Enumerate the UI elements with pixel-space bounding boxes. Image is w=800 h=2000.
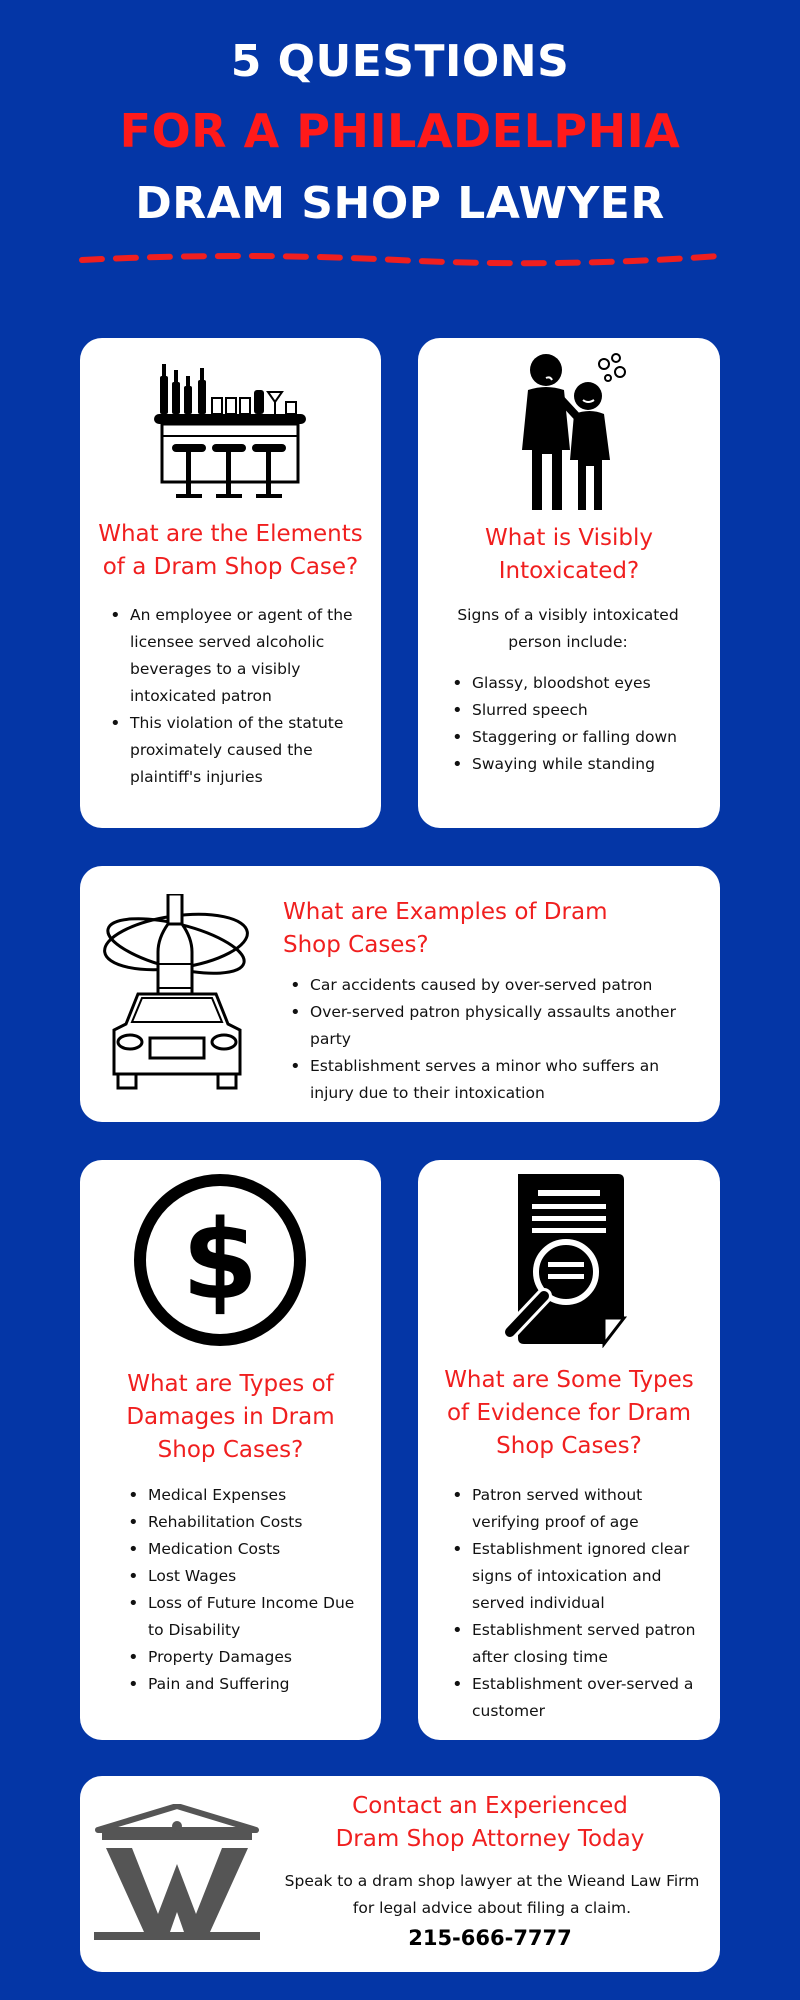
list-item: Establishment ignored clear signs of int…: [448, 1536, 706, 1617]
dashed-divider: [79, 253, 721, 267]
contact-body: Speak to a dram shop lawyer at the Wiean…: [284, 1872, 700, 1917]
list-item: Medical Expenses: [124, 1482, 364, 1509]
evidence-title: What are Some Types of Evidence for Dram…: [418, 1364, 720, 1463]
wieand-logo-icon: [94, 1804, 260, 1940]
examples-title-line1: What are Examples of Dram: [283, 899, 608, 925]
elements-title: What are the Elements of a Dram Shop Cas…: [80, 518, 381, 584]
visibly-title-line2: Intoxicated?: [498, 558, 640, 584]
list-item: Establishment served patron after closin…: [448, 1617, 706, 1671]
list-item: Medication Costs: [124, 1536, 364, 1563]
list-item: Lost Wages: [124, 1563, 364, 1590]
contact-title-line1: Contact an Experienced: [352, 1793, 628, 1819]
list-item: An employee or agent of the licensee ser…: [106, 602, 366, 710]
visibly-lead: Signs of a visibly intoxicated person in…: [457, 606, 679, 651]
examples-title: What are Examples of Dram Shop Cases?: [283, 896, 703, 962]
list-item: Patron served without verifying proof of…: [448, 1482, 706, 1536]
list-item: Establishment over-served a customer: [448, 1671, 706, 1725]
title-line-2: FOR A PHILADELPHIA: [119, 104, 681, 158]
list-item: Rehabilitation Costs: [124, 1509, 364, 1536]
document-magnifier-icon: [502, 1174, 628, 1348]
evidence-title-line2: of Evidence for Dram: [446, 1400, 692, 1426]
list-item: Staggering or falling down: [448, 724, 698, 751]
card-examples: What are Examples of Dram Shop Cases? Ca…: [80, 866, 720, 1122]
damages-title-line1: What are Types of: [127, 1371, 334, 1397]
list-item: Swaying while standing: [448, 751, 698, 778]
evidence-title-line1: What are Some Types: [444, 1367, 694, 1393]
card-evidence: What are Some Types of Evidence for Dram…: [418, 1160, 720, 1740]
list-item: Car accidents caused by over-served patr…: [286, 972, 696, 999]
damages-title-line2: Damages in Dram: [126, 1404, 335, 1430]
list-item: Slurred speech: [448, 697, 698, 724]
list-item: Pain and Suffering: [124, 1671, 364, 1698]
list-item: Property Damages: [124, 1644, 364, 1671]
elements-title-line1: What are the Elements: [98, 521, 363, 547]
bar-icon: [154, 364, 306, 498]
damages-title: What are Types of Damages in Dram Shop C…: [80, 1368, 381, 1467]
contact-title: Contact an Experienced Dram Shop Attorne…: [270, 1790, 710, 1856]
examples-title-line2: Shop Cases?: [283, 932, 429, 958]
damages-title-line3: Shop Cases?: [157, 1437, 304, 1463]
drunk-people-icon: [522, 353, 626, 510]
elements-title-line2: of a Dram Shop Case?: [102, 554, 359, 580]
dollar-icon: $: [134, 1174, 306, 1346]
visibly-title: What is Visibly Intoxicated?: [418, 522, 720, 588]
elements-list: An employee or agent of the licensee ser…: [106, 602, 366, 791]
title-line-1: 5 QUESTIONS: [230, 36, 570, 87]
examples-list: Car accidents caused by over-served patr…: [286, 972, 696, 1107]
contact-title-line2: Dram Shop Attorney Today: [335, 1826, 645, 1852]
car-bottle-icon: [103, 894, 249, 1090]
visibly-list: Glassy, bloodshot eyes Slurred speech St…: [448, 670, 698, 778]
card-contact: Contact an Experienced Dram Shop Attorne…: [80, 1776, 720, 1972]
damages-list: Medical Expenses Rehabilitation Costs Me…: [124, 1482, 364, 1698]
list-item: Establishment serves a minor who suffers…: [286, 1053, 696, 1107]
list-item: Loss of Future Income Due to Disability: [124, 1590, 364, 1644]
card-elements: What are the Elements of a Dram Shop Cas…: [80, 338, 381, 828]
svg-text:$: $: [182, 1196, 259, 1324]
evidence-title-line3: Shop Cases?: [496, 1433, 642, 1459]
list-item: Over-served patron physically assaults a…: [286, 999, 696, 1053]
evidence-list: Patron served without verifying proof of…: [448, 1482, 706, 1725]
title-line-3: DRAM SHOP LAWYER: [135, 178, 665, 229]
card-visibly-intoxicated: What is Visibly Intoxicated? Signs of a …: [418, 338, 720, 828]
visibly-title-line1: What is Visibly: [484, 525, 654, 551]
list-item: This violation of the statute proximatel…: [106, 710, 366, 791]
list-item: Glassy, bloodshot eyes: [448, 670, 698, 697]
phone-number[interactable]: 215-666-7777: [408, 1926, 572, 1950]
card-damages: $ What are Types of Damages in Dram Shop…: [80, 1160, 381, 1740]
